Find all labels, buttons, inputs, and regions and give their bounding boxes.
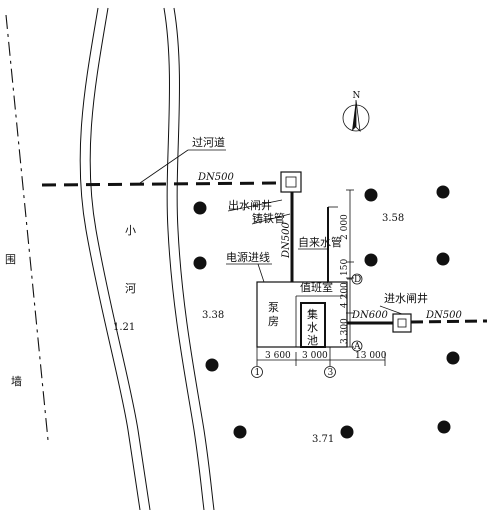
elevation-bottom: 3.71	[312, 434, 334, 445]
tree-dot	[193, 256, 207, 270]
tank-label-1: 集	[307, 307, 318, 321]
axis-d-bubble	[351, 273, 363, 285]
north-arrow-icon: N	[342, 91, 370, 133]
outlet-valve-well	[280, 171, 302, 193]
dim-3600: 3 600	[265, 351, 291, 361]
axis-1-label: 1	[255, 368, 261, 378]
dn500-right-label: DN500	[425, 310, 462, 321]
river-bank-left	[79, 7, 141, 510]
inlet-dn500-pipe	[410, 319, 487, 324]
outlet-valve-leader	[227, 199, 283, 212]
river-label-1: 小	[125, 224, 136, 237]
elevation-left-bank: 3.38	[202, 310, 224, 321]
axis-3-bubble	[324, 366, 336, 378]
tree-dot	[436, 252, 450, 266]
dn500-top-label: DN500	[197, 172, 234, 183]
axis-1-bubble	[251, 366, 263, 378]
tree-dot	[205, 358, 219, 372]
axis-a-label: A	[353, 342, 361, 352]
tree-dot	[364, 253, 378, 267]
pump-room-label-2: 房	[268, 315, 279, 328]
elevation-upper-right: 3.58	[382, 213, 404, 224]
outlet-valve-well-inner	[285, 176, 297, 188]
inlet-valve-well-inner	[397, 318, 407, 328]
river-bank-right	[163, 7, 205, 510]
pump-room-label-1: 泵	[268, 301, 279, 314]
river-bank-right-inner	[173, 7, 215, 510]
tap-water-pipe-label: 自来水管	[298, 235, 342, 249]
dim-3300: 3 300	[340, 318, 350, 344]
axis-d-label: D	[354, 275, 361, 285]
outlet-valve-well-label: 出水闸井	[228, 198, 272, 212]
dim-3000: 3 000	[302, 351, 328, 361]
river-label-2: 河	[125, 282, 136, 295]
cast-iron-leader	[251, 213, 291, 225]
tree-dot	[437, 420, 451, 434]
inlet-valve-leader	[379, 305, 403, 315]
tank-label-2: 水	[307, 321, 318, 334]
dim-2000: 2 000	[340, 214, 350, 240]
wall-label-2: 墙	[11, 374, 22, 388]
river-crossing-leader	[139, 149, 189, 184]
tree-dot	[340, 425, 354, 439]
dn500-vertical-label: DN500	[281, 222, 292, 259]
elevation-river: 1.21	[113, 322, 135, 333]
north-label: N	[353, 91, 361, 101]
wall-label-1: 围	[5, 253, 16, 266]
cast-iron-pipe-label: 铸铁管	[252, 211, 285, 225]
collection-tank	[300, 302, 326, 348]
power-line-leader-2	[257, 263, 265, 283]
river-crossing-pipe	[41, 181, 283, 187]
tank-label-3: 池	[307, 334, 318, 347]
tree-dot	[436, 185, 450, 199]
dn600-label: DN600	[351, 310, 388, 321]
axis-a-bubble	[351, 340, 363, 352]
dim-13000: 13 000	[355, 351, 387, 361]
tree-dot	[233, 425, 247, 439]
inlet-valve-well-label: 进水闸井	[384, 291, 428, 305]
inlet-valve-well	[392, 313, 412, 333]
power-line-label: 电源进线	[226, 250, 270, 264]
tree-dot	[364, 188, 378, 202]
tree-dot	[193, 201, 207, 215]
boundary-wall-line	[5, 14, 49, 441]
axis-3-label: 3	[328, 368, 334, 378]
river-crossing-label: 过河道	[192, 135, 225, 149]
river-bank-left-inner	[89, 7, 151, 510]
tree-dot	[446, 351, 460, 365]
dim-150: 150	[340, 259, 350, 276]
duty-room-label: 值班室	[300, 280, 333, 294]
dim-4200: 4 200	[340, 282, 350, 308]
